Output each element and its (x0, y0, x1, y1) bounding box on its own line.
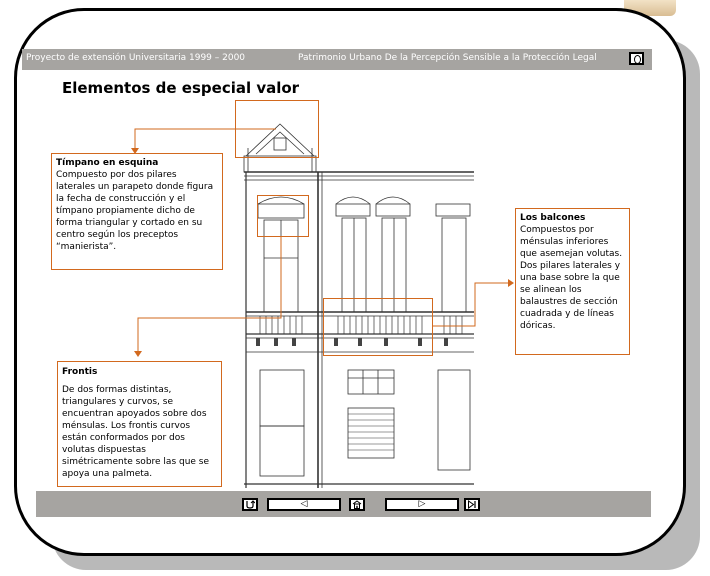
balcones-callout: Los balcones Compuestos por ménsulas inf… (515, 208, 630, 355)
home-button[interactable] (349, 498, 365, 511)
info-icon[interactable] (629, 52, 644, 65)
return-icon (246, 500, 255, 509)
balcones-title: Los balcones (520, 213, 586, 223)
triangle-left-icon: ◁ (300, 499, 308, 509)
timpano-title: Tímpano en esquina (56, 158, 159, 168)
pediment-inner (255, 131, 305, 155)
pediment-triangle (245, 123, 315, 157)
project-title: Proyecto de extensión Universitaria 1999… (26, 53, 246, 63)
frontis-highlight (257, 195, 309, 237)
frontis-callout: Frontis De dos formas distintas, triangu… (57, 361, 222, 487)
frontis-text: De dos formas distintas, triangulares y … (62, 385, 210, 479)
timpano-text: Compuesto por dos pilares laterales un p… (56, 170, 214, 252)
header-bar: Proyecto de extensión Universitaria 1999… (22, 49, 652, 70)
navigation-bar: ◁ ▷ (36, 491, 651, 517)
page-title: Elementos de especial valor (62, 79, 300, 97)
balcony-highlight (323, 298, 433, 356)
home-icon (352, 500, 362, 509)
heritage-subtitle: Patrimonio Urbano De la Percepción Sensi… (298, 53, 597, 63)
return-button[interactable] (242, 498, 258, 511)
triangle-right-icon: ▷ (418, 499, 426, 509)
next-button[interactable]: ▷ (385, 498, 459, 511)
balcones-text: Compuestos por ménsulas inferiores que a… (520, 225, 623, 331)
previous-button[interactable]: ◁ (267, 498, 341, 511)
facade-drawing (243, 123, 474, 488)
last-page-button[interactable] (464, 498, 480, 511)
timpano-callout: Tímpano en esquina Compuesto por dos pil… (51, 153, 223, 270)
frontis-title: Frontis (62, 367, 98, 377)
skip-end-icon (468, 500, 476, 509)
